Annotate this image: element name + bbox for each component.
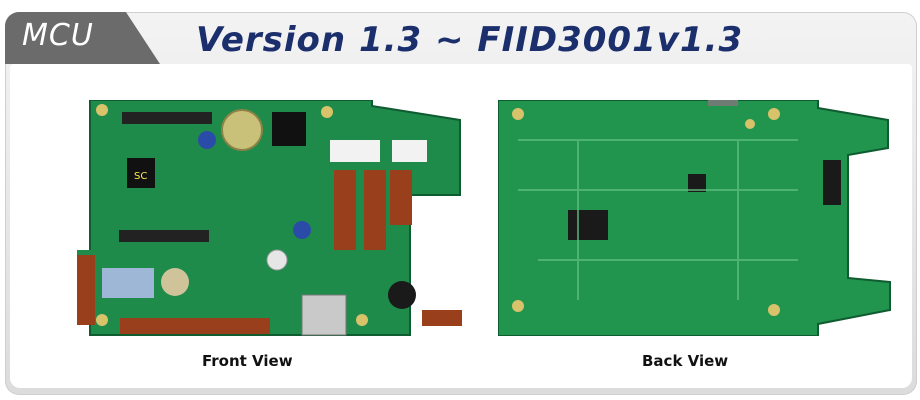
back-view-board-image — [498, 100, 891, 336]
svg-text:SC: SC — [134, 171, 147, 182]
image-panel: SC — [10, 64, 912, 388]
version-title: Version 1.3 ~ FIID3001v1.3 — [196, 20, 744, 60]
category-tab-label: MCU — [22, 18, 94, 53]
back-view-caption: Back View — [642, 352, 729, 370]
front-view-caption: Front View — [202, 352, 293, 370]
front-view-board-image: SC — [77, 100, 462, 336]
